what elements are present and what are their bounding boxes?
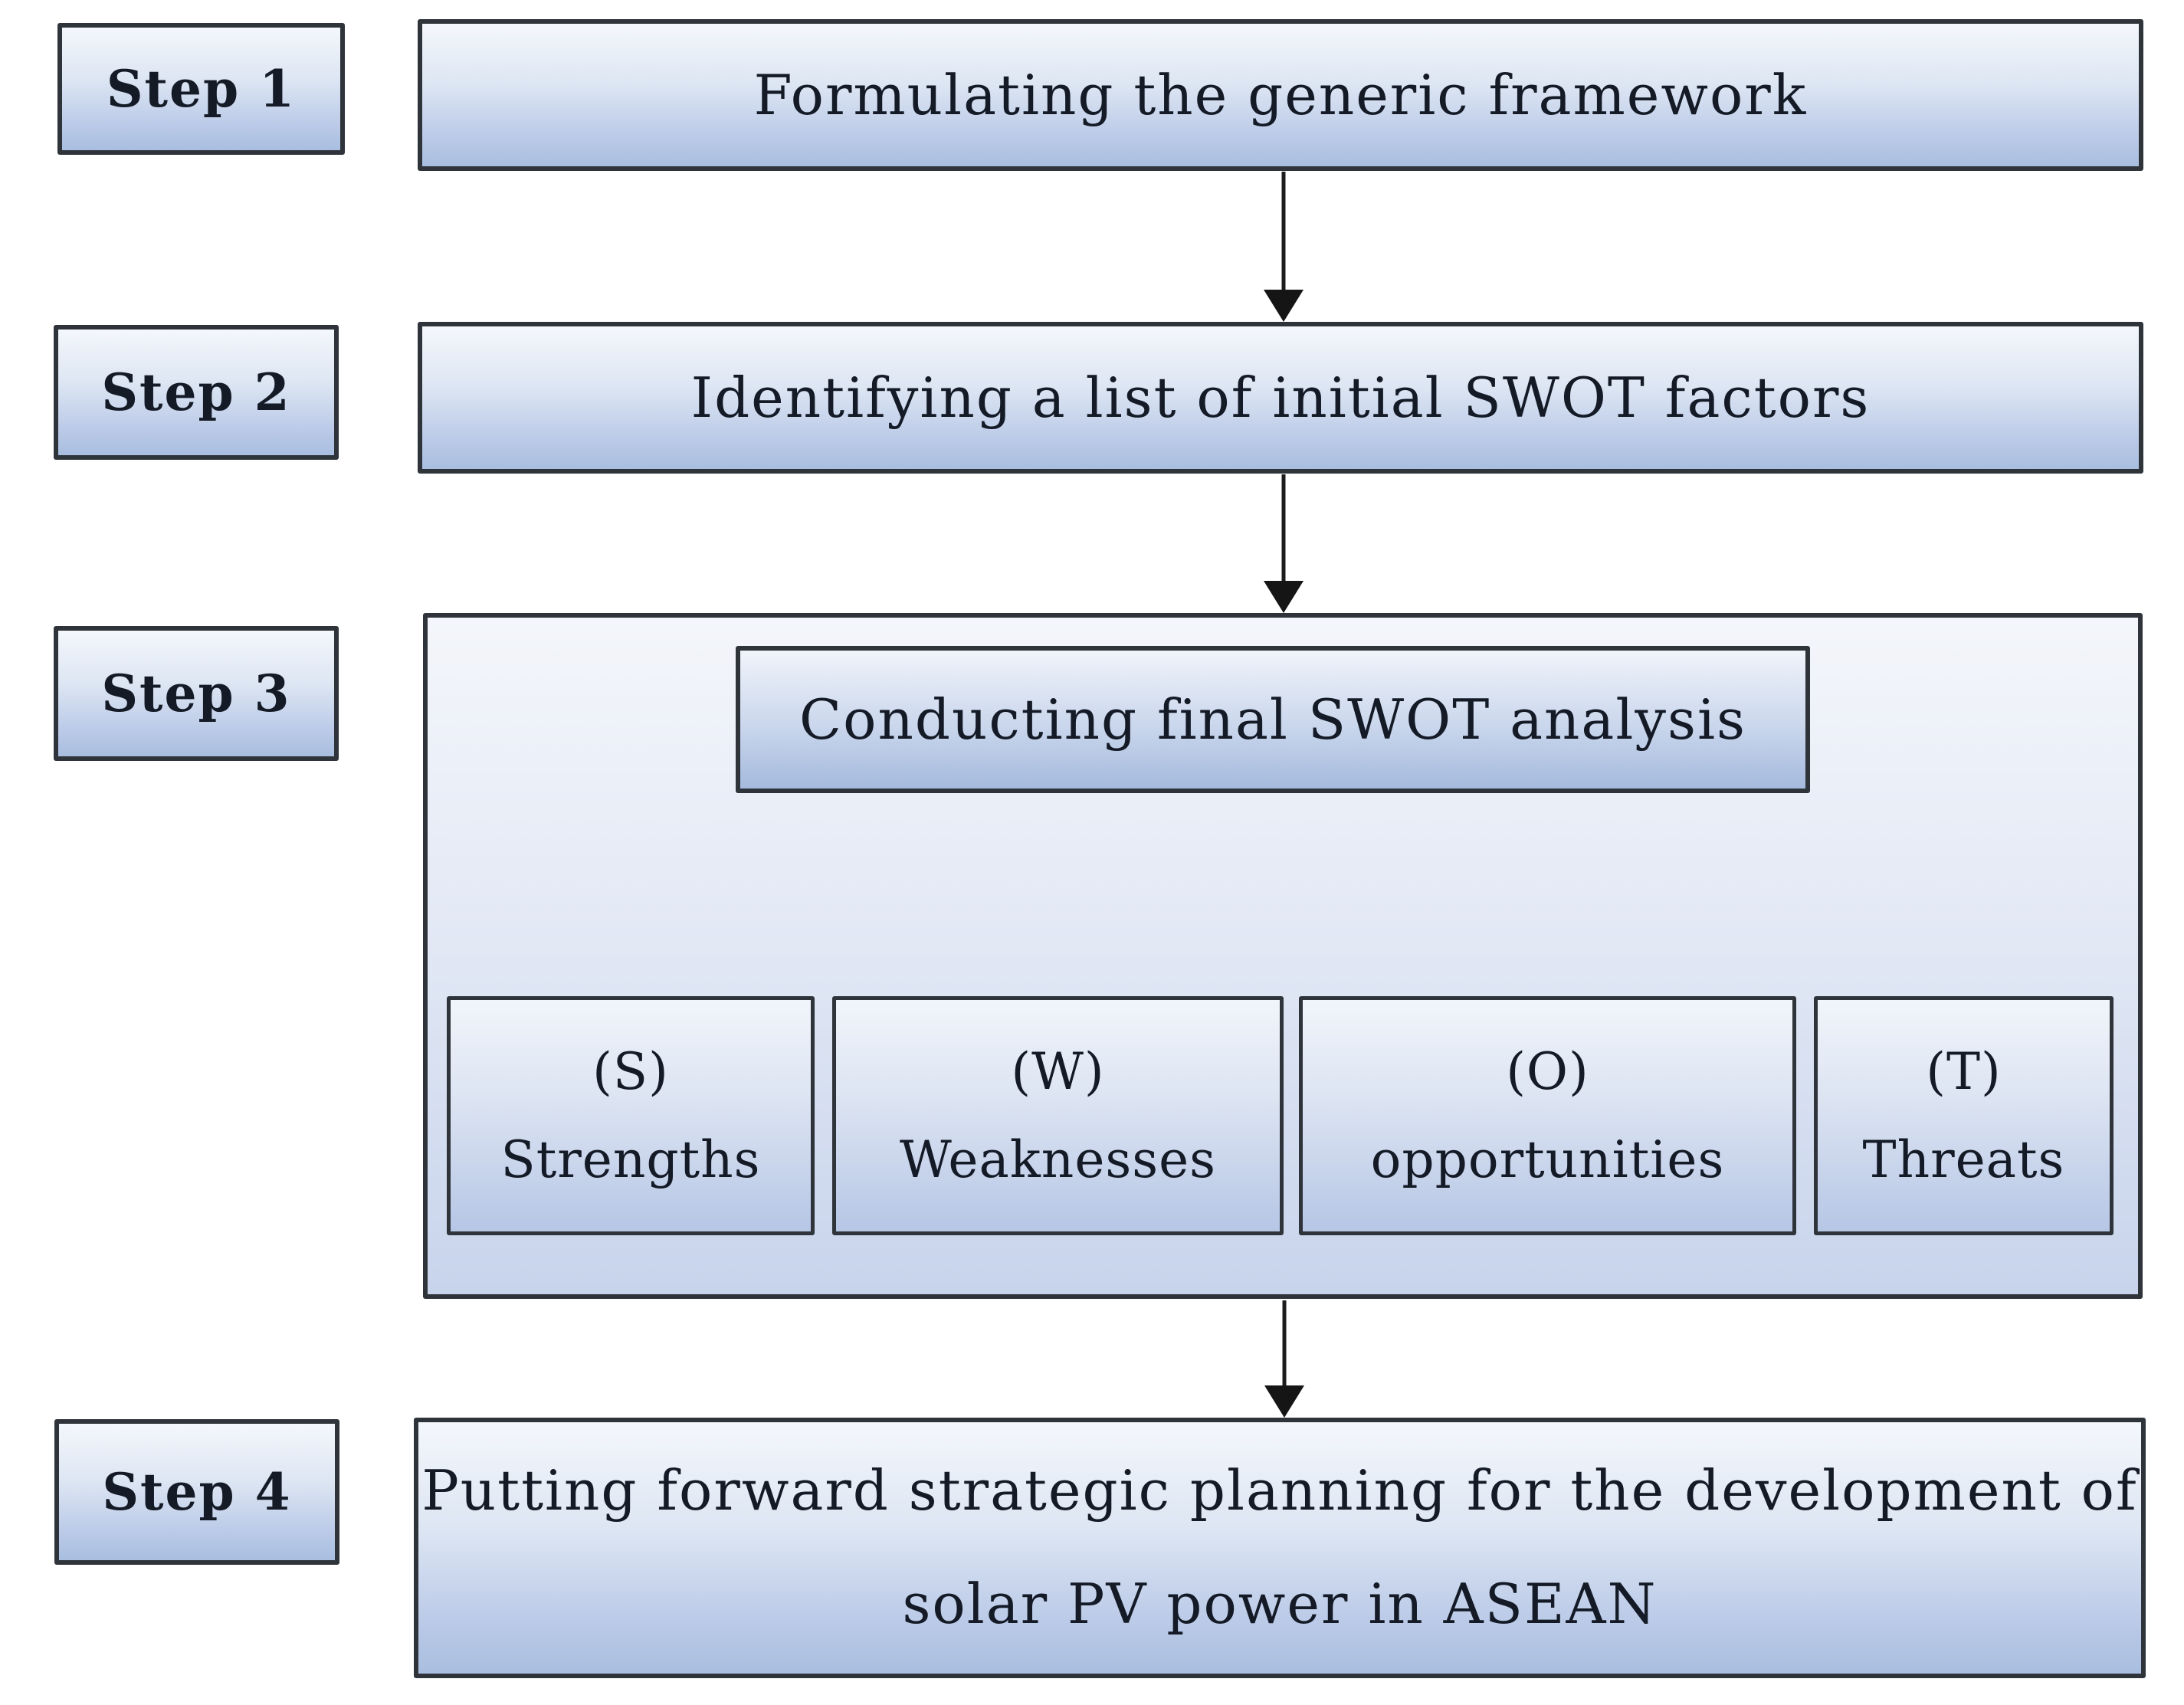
swot-strengths-box: (S) Strengths <box>447 996 815 1235</box>
swot-weaknesses-box: (W) Weaknesses <box>832 996 1284 1235</box>
step4-process-box: Putting forward strategic planning for t… <box>414 1418 2146 1678</box>
swot-strengths-code: (S) <box>592 1041 669 1101</box>
swot-threats-box: (T) Threats <box>1814 996 2113 1235</box>
step4-label: Step 4 <box>102 1462 292 1522</box>
step2-process-text: Identifying a list of initial SWOT facto… <box>690 365 1871 430</box>
swot-opportunities-box: (O) opportunities <box>1299 996 1796 1235</box>
step3-label: Step 3 <box>101 664 291 723</box>
step2-label-box: Step 2 <box>54 325 339 460</box>
step4-label-box: Step 4 <box>54 1419 339 1565</box>
step2-process-box: Identifying a list of initial SWOT facto… <box>418 322 2143 474</box>
step1-process-box: Formulating the generic framework <box>418 19 2143 171</box>
step1-process-text: Formulating the generic framework <box>753 62 1808 127</box>
swot-opportunities-name: opportunities <box>1370 1130 1725 1189</box>
step3-label-box: Step 3 <box>54 626 339 761</box>
swot-threats-name: Threats <box>1862 1130 2065 1189</box>
swot-weaknesses-code: (W) <box>1011 1041 1105 1101</box>
step4-process-text-line2: solar PV power in ASEAN <box>902 1572 1658 1636</box>
step1-label-box: Step 1 <box>57 23 345 155</box>
step1-label: Step 1 <box>106 59 297 119</box>
step3-process-text: Conducting final SWOT analysis <box>799 687 1746 752</box>
swot-strengths-name: Strengths <box>500 1130 761 1189</box>
arrowhead-step4 <box>1264 1385 1304 1418</box>
step3-process-box: Conducting final SWOT analysis <box>736 646 1810 793</box>
step4-process-text-line1: Putting forward strategic planning for t… <box>421 1458 2138 1523</box>
step2-label: Step 2 <box>101 362 291 422</box>
swot-opportunities-code: (O) <box>1506 1041 1589 1101</box>
arrowhead-step3 <box>1264 581 1304 613</box>
arrowhead-step2 <box>1264 290 1304 322</box>
swot-weaknesses-name: Weaknesses <box>899 1130 1217 1189</box>
swot-threats-code: (T) <box>1926 1041 2002 1101</box>
